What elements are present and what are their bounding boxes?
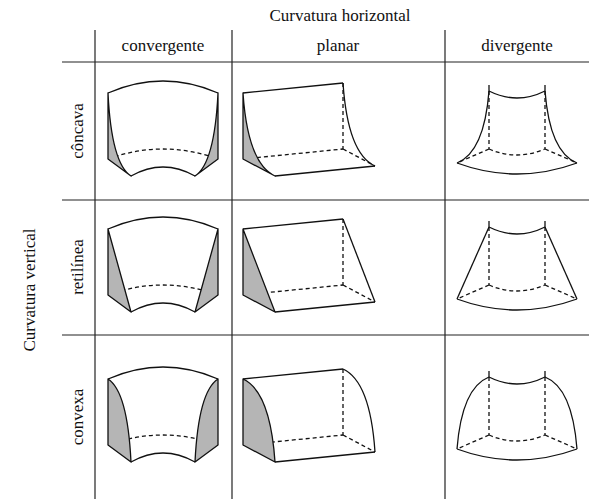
side-face xyxy=(108,379,131,462)
bottom-edge xyxy=(131,453,195,462)
top-edge xyxy=(108,367,218,379)
hidden-edge xyxy=(343,435,375,452)
side-profile xyxy=(343,83,375,166)
grid-line xyxy=(62,334,589,335)
side-face xyxy=(195,379,218,462)
side-profile xyxy=(457,377,489,449)
bottom-edge xyxy=(131,303,195,312)
column-header: divergente xyxy=(481,37,552,56)
top-edge xyxy=(243,83,343,93)
top-edge xyxy=(108,81,218,93)
row-header: retilínea xyxy=(69,239,88,295)
side-face xyxy=(243,229,275,312)
slope-block xyxy=(457,221,577,310)
grid-line xyxy=(62,199,589,200)
top-edge xyxy=(489,91,545,98)
bottom-edge xyxy=(457,299,577,310)
bottom-edge xyxy=(275,166,375,176)
side-profile xyxy=(545,377,577,449)
side-face xyxy=(195,93,218,176)
hidden-edge xyxy=(488,377,489,435)
slope-block xyxy=(108,81,218,176)
top-edge xyxy=(243,369,343,379)
row-header: côncava xyxy=(69,103,88,159)
slope-block xyxy=(457,85,577,174)
top-edge xyxy=(489,377,545,384)
slope-block xyxy=(108,217,218,312)
top-edge xyxy=(243,219,343,229)
column-header: convergente xyxy=(122,37,205,56)
side-face xyxy=(195,229,218,312)
hidden-edge xyxy=(489,149,545,155)
side-face xyxy=(243,379,275,462)
side-profile xyxy=(457,91,489,163)
bottom-edge xyxy=(457,449,577,460)
slope-block xyxy=(243,219,375,312)
top-edge xyxy=(108,217,218,229)
slope-block xyxy=(243,83,375,176)
bottom-edge xyxy=(275,452,375,462)
side-face xyxy=(108,229,131,312)
top-edge xyxy=(489,371,545,377)
top-edge xyxy=(489,227,545,234)
grid-line xyxy=(62,61,589,62)
slope-block xyxy=(243,369,375,462)
column-header: planar xyxy=(317,37,359,56)
hidden-edge xyxy=(489,285,545,291)
hidden-edge xyxy=(545,435,577,449)
side-profile xyxy=(343,219,375,302)
side-face xyxy=(108,93,131,176)
axis-title: Curvatura horizontal xyxy=(269,7,410,26)
slope-block xyxy=(108,367,218,462)
side-face xyxy=(243,93,275,176)
hidden-edge xyxy=(488,227,489,285)
side-profile xyxy=(545,91,577,163)
side-profile xyxy=(545,227,577,299)
hidden-edge xyxy=(544,227,545,285)
bottom-edge xyxy=(457,163,577,174)
hidden-edge xyxy=(342,369,343,435)
top-edge xyxy=(489,221,545,227)
top-edge xyxy=(489,85,545,91)
bottom-edge xyxy=(275,302,375,312)
hidden-edge xyxy=(342,219,343,285)
hidden-edge xyxy=(243,149,343,159)
grid-line xyxy=(444,30,445,499)
grid-line xyxy=(94,30,95,499)
hidden-edge xyxy=(108,149,218,159)
side-profile xyxy=(343,369,375,452)
bottom-edge xyxy=(131,167,195,176)
slope-block xyxy=(457,371,577,460)
hidden-edge xyxy=(544,377,545,435)
axis-title: Curvatura vertical xyxy=(21,228,40,351)
row-header: convexa xyxy=(69,389,88,446)
side-profile xyxy=(457,227,489,299)
hidden-edge xyxy=(489,435,545,441)
hidden-edge xyxy=(343,285,375,302)
hidden-edge xyxy=(457,435,489,449)
grid-line xyxy=(231,30,232,499)
